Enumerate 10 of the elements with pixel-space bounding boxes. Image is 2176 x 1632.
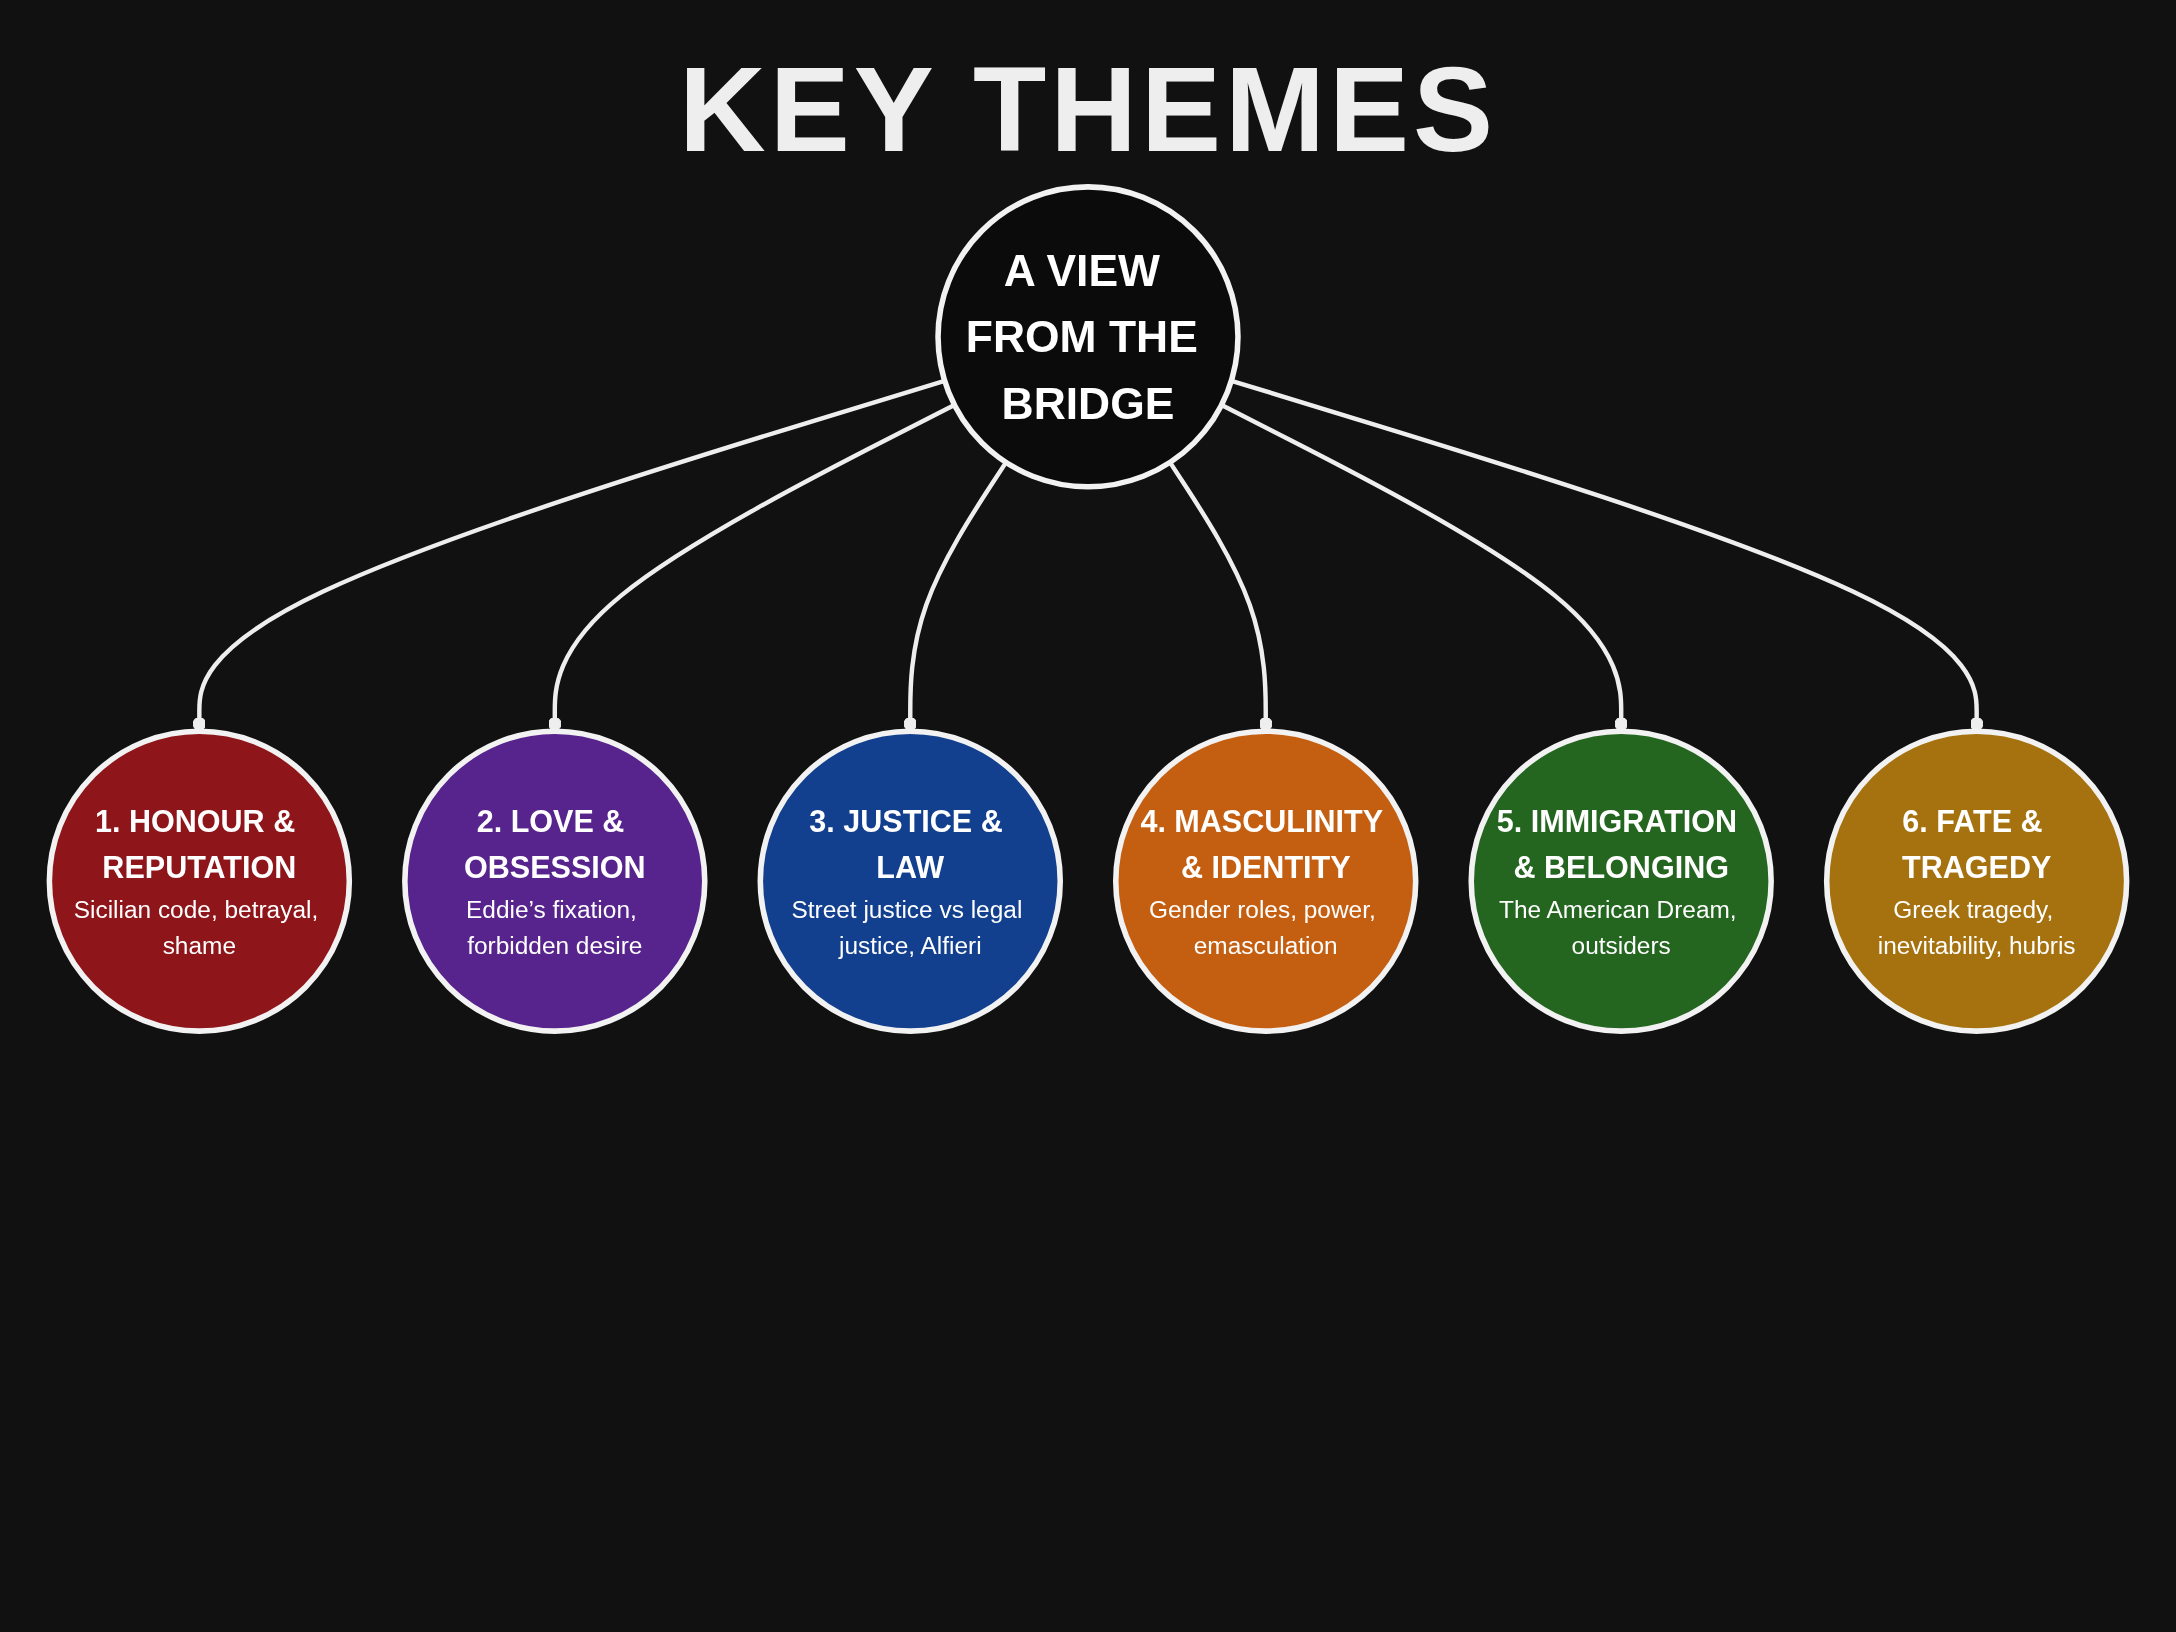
node-circle: 1. HONOUR & REPUTATION Sicilian code, betrayal, shame — [46, 728, 353, 1034]
node-circle: 3. JUSTICE & LAW Street justice vs legal justice, Alfieri — [757, 728, 1063, 1034]
node-circle: 6. FATE & TRAGEDY Greek tragedy, inevitability, hubris — [1823, 728, 2130, 1034]
node-circle: 4. MASCULINITY & IDENTITY Gender roles, power, emasculation — [1113, 728, 1419, 1034]
connector — [1168, 461, 1273, 732]
node-circle: 2. LOVE & OBSESSION Eddie’s fixation, forbidden desire — [402, 728, 708, 1034]
connector — [903, 461, 1008, 732]
title: KEY THEMES — [679, 41, 1497, 178]
node-circle: 5. IMMIGRATION & BELONGING The American Dream, outsiders — [1468, 728, 1774, 1034]
node-circle: A VIEW FROM THE BRIDGE — [935, 184, 1241, 490]
